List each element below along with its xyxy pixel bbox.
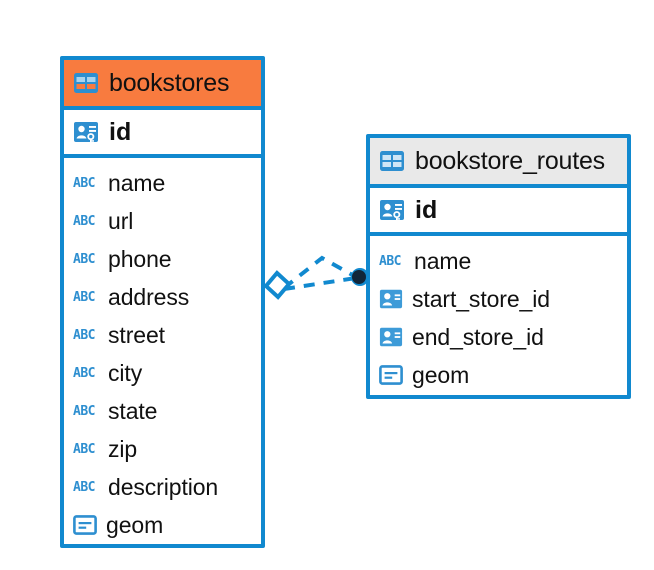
field-row[interactable]: geom xyxy=(370,356,627,394)
abc-icon: ABC xyxy=(73,289,95,305)
table-icon xyxy=(73,70,99,96)
entity-bookstore-routes-primary-key-label: id xyxy=(415,195,438,224)
abc-icon: ABC xyxy=(73,251,95,267)
abc-icon: ABC xyxy=(73,441,95,457)
entity-bookstore-routes-title: bookstore_routes xyxy=(415,146,605,175)
field-label: name xyxy=(414,247,472,274)
field-row[interactable]: ABC state xyxy=(64,392,261,430)
entity-bookstores-title: bookstores xyxy=(109,68,230,97)
field-label: street xyxy=(108,321,165,348)
abc-icon: ABC xyxy=(73,213,95,229)
field-row[interactable]: ABC street xyxy=(64,316,261,354)
abc-icon: ABC xyxy=(73,327,95,343)
foreign-key-icon xyxy=(379,287,403,311)
field-label: city xyxy=(108,359,143,386)
entity-bookstores-header[interactable]: bookstores xyxy=(64,60,261,110)
field-row[interactable]: ABC phone xyxy=(64,240,261,278)
geometry-icon xyxy=(73,513,97,537)
field-row[interactable]: ABC city xyxy=(64,354,261,392)
abc-icon: ABC xyxy=(73,175,95,191)
entity-bookstore-routes-primary-key-row[interactable]: id xyxy=(370,188,627,236)
field-row[interactable]: ABC address xyxy=(64,278,261,316)
field-label: end_store_id xyxy=(412,323,544,350)
field-label: geom xyxy=(412,361,470,388)
field-label: geom xyxy=(106,511,164,538)
diamond-marker xyxy=(263,270,292,300)
foreign-key-icon xyxy=(379,325,403,349)
field-label: name xyxy=(108,169,166,196)
field-label: zip xyxy=(108,435,138,462)
entity-bookstore-routes-field-list: ABC name start_store_id xyxy=(370,236,627,398)
table-icon xyxy=(379,148,405,174)
field-label: url xyxy=(108,207,134,234)
entity-bookstore-routes[interactable]: bookstore_routes id ABC name xyxy=(366,134,631,399)
entity-bookstore-routes-header[interactable]: bookstore_routes xyxy=(370,138,627,188)
relationship-line-upper xyxy=(282,255,357,290)
relationship-line-lower xyxy=(283,276,357,291)
field-row[interactable]: geom xyxy=(64,506,261,544)
abc-icon: ABC xyxy=(379,253,401,269)
field-row[interactable]: end_store_id xyxy=(370,318,627,356)
field-row[interactable]: ABC name xyxy=(370,242,627,280)
filled-circle-marker xyxy=(352,270,366,284)
abc-icon: ABC xyxy=(73,403,95,419)
field-row[interactable]: ABC zip xyxy=(64,430,261,468)
field-label: start_store_id xyxy=(412,285,550,312)
field-row[interactable]: ABC url xyxy=(64,202,261,240)
abc-icon: ABC xyxy=(73,365,95,381)
entity-bookstores-primary-key-label: id xyxy=(109,117,132,146)
field-label: phone xyxy=(108,245,172,272)
entity-bookstores-primary-key-row[interactable]: id xyxy=(64,110,261,158)
field-label: address xyxy=(108,283,190,310)
primary-key-icon xyxy=(379,197,405,223)
field-row[interactable]: ABC name xyxy=(64,164,261,202)
field-label: description xyxy=(108,473,219,500)
entity-bookstores-field-list: ABC name ABC url ABC phone ABC address A… xyxy=(64,158,261,548)
field-row[interactable]: ABC description xyxy=(64,468,261,506)
field-row[interactable]: start_store_id xyxy=(370,280,627,318)
geometry-icon xyxy=(379,363,403,387)
primary-key-icon xyxy=(73,119,99,145)
entity-bookstores[interactable]: bookstores id ABC name xyxy=(60,56,265,548)
field-label: state xyxy=(108,397,158,424)
abc-icon: ABC xyxy=(73,479,95,495)
